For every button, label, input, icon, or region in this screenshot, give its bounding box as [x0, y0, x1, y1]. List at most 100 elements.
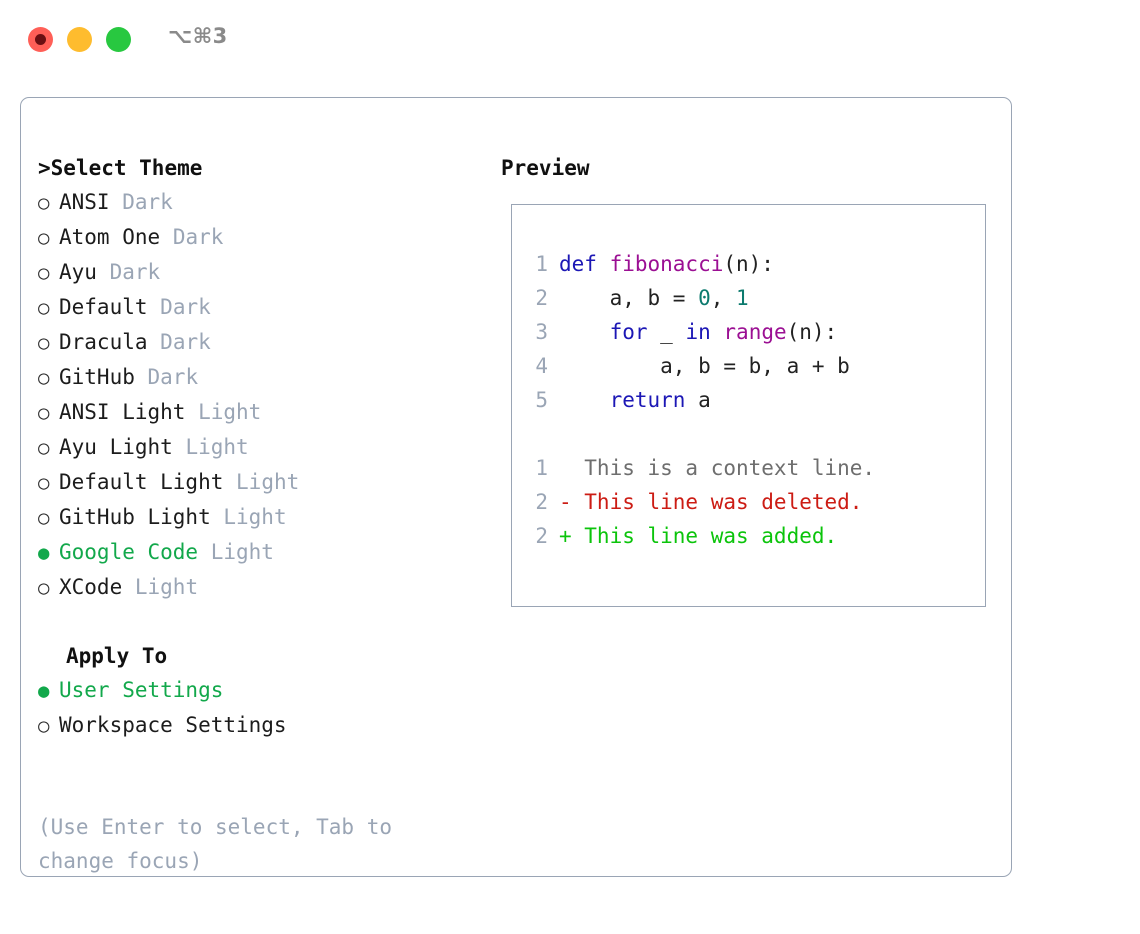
- apply-to-option-list: ● User Settings ○ Workspace Settings: [38, 673, 478, 743]
- theme-option-variant: Dark: [160, 330, 211, 354]
- line-number: 1: [535, 456, 548, 480]
- list-spacer: [38, 605, 478, 639]
- line-number: 2: [535, 286, 548, 310]
- preview-heading: Preview: [501, 156, 590, 180]
- code-token-pl: a, b =: [559, 286, 699, 310]
- radio-unselected-icon: ○: [38, 332, 50, 354]
- keyboard-hint-text: (Use Enter to select, Tab to change focu…: [38, 815, 393, 873]
- radio-unselected-icon: ○: [38, 227, 50, 249]
- radio-unselected-icon: ○: [38, 437, 50, 459]
- maximize-window-button[interactable]: [106, 27, 131, 52]
- code-token-kw: in: [685, 320, 711, 344]
- code-token-fn: fibonacci: [609, 252, 724, 276]
- theme-option-label: Ayu Light: [59, 435, 173, 459]
- code-line: 5 return a: [526, 383, 977, 417]
- apply-to-option-workspace-settings[interactable]: ○ Workspace Settings: [38, 708, 478, 743]
- diff-line-text: - This line was deleted.: [559, 490, 863, 514]
- title-bar: ⌥⌘3: [0, 0, 1140, 78]
- apply-to-option-label: Workspace Settings: [59, 713, 287, 737]
- diff-line-add: 2 + This line was added.: [526, 519, 977, 553]
- code-token-fn: range: [723, 320, 787, 344]
- minimize-window-button[interactable]: [67, 27, 92, 52]
- code-token-num: 1: [736, 286, 749, 310]
- select-theme-heading: >Select Theme: [38, 151, 478, 185]
- line-number: 2: [535, 490, 548, 514]
- code-token-pl: a, b = b, a + b: [559, 354, 850, 378]
- theme-option-label: Dracula: [59, 330, 148, 354]
- theme-option-variant: Dark: [122, 190, 173, 214]
- theme-option-label: GitHub: [59, 365, 135, 389]
- radio-unselected-icon: ○: [38, 367, 50, 389]
- theme-option-ansi[interactable]: ○ ANSI Dark: [38, 185, 478, 220]
- code-token-pl: [711, 320, 724, 344]
- theme-option-label: GitHub Light: [59, 505, 211, 529]
- theme-option-default[interactable]: ○ Default Dark: [38, 290, 478, 325]
- theme-option-label: ANSI Light: [59, 400, 186, 424]
- caret-icon: >: [38, 156, 51, 180]
- theme-option-xcode[interactable]: ○ XCode Light: [38, 570, 478, 605]
- theme-option-list: ○ANSI Dark○Atom One Dark○Ayu Dark○Defaul…: [38, 185, 478, 605]
- theme-picker-column: >Select Theme ○ANSI Dark○Atom One Dark○A…: [38, 151, 478, 743]
- theme-option-variant: Dark: [172, 225, 224, 249]
- code-token-kw: def: [559, 252, 610, 276]
- theme-option-google-code[interactable]: ● Google Code Light: [38, 535, 478, 570]
- theme-option-label: XCode: [59, 575, 123, 599]
- theme-option-variant: Light: [210, 540, 274, 564]
- theme-option-variant: Light: [134, 575, 199, 599]
- code-diff-spacer: [526, 417, 977, 451]
- radio-unselected-icon: ○: [38, 262, 50, 284]
- code-token-pl: _: [647, 320, 686, 344]
- theme-option-variant: Light: [185, 435, 249, 459]
- theme-option-ayu[interactable]: ○Ayu Dark: [38, 255, 478, 290]
- diff-line-text: This is a context line.: [559, 456, 876, 480]
- theme-option-label: Default: [59, 295, 148, 319]
- line-number: 4: [535, 354, 548, 378]
- line-number: 5: [535, 388, 548, 412]
- line-number: 1: [535, 252, 548, 276]
- theme-option-label: Atom One: [59, 225, 161, 249]
- radio-unselected-icon: ○: [38, 192, 50, 214]
- radio-selected-icon: ●: [38, 680, 50, 702]
- code-token-pl: (n):: [786, 320, 838, 344]
- theme-option-dracula[interactable]: ○ Dracula Dark: [38, 325, 478, 360]
- code-token-num: 0: [698, 286, 711, 310]
- theme-option-label: Google Code: [59, 540, 199, 564]
- theme-option-variant: Light: [236, 470, 300, 494]
- code-token-pl: [559, 320, 610, 344]
- code-token-pl: a: [685, 388, 711, 412]
- diff-sample: 1 This is a context line. 2 - This line wa…: [526, 451, 977, 553]
- code-token-kw: return: [609, 388, 686, 412]
- radio-unselected-icon: ○: [38, 715, 50, 737]
- theme-option-variant: Dark: [160, 295, 211, 319]
- apply-to-option-user-settings[interactable]: ● User Settings: [38, 673, 478, 708]
- theme-option-ansi-light[interactable]: ○ ANSI Light Light: [38, 395, 478, 430]
- radio-selected-icon: ●: [38, 542, 50, 564]
- radio-unselected-icon: ○: [38, 577, 50, 599]
- theme-option-label: ANSI: [59, 190, 110, 214]
- diff-line-del: 2 - This line was deleted.: [526, 485, 977, 519]
- radio-unselected-icon: ○: [38, 297, 50, 319]
- apply-to-option-label: User Settings: [59, 678, 224, 702]
- radio-unselected-icon: ○: [38, 507, 50, 529]
- radio-unselected-icon: ○: [38, 402, 50, 424]
- diff-line-text: + This line was added.: [559, 524, 838, 548]
- theme-option-atom-one[interactable]: ○ Atom One Dark: [38, 220, 478, 255]
- close-icon: [35, 34, 46, 45]
- line-number: 3: [535, 320, 548, 344]
- line-number: 2: [535, 524, 548, 548]
- main-panel: >Select Theme ○ANSI Dark○Atom One Dark○A…: [20, 97, 1012, 877]
- code-token-pl: ,: [710, 286, 737, 310]
- code-token-pl: (n):: [723, 252, 774, 276]
- theme-option-github-light[interactable]: ○GitHub Light Light: [38, 500, 478, 535]
- theme-option-default-light[interactable]: ○Default Light Light: [38, 465, 478, 500]
- theme-option-ayu-light[interactable]: ○ Ayu Light Light: [38, 430, 478, 465]
- diff-line-ctx: 1 This is a context line.: [526, 451, 977, 485]
- theme-option-variant: Dark: [147, 365, 199, 389]
- code-token-pl: [559, 388, 610, 412]
- theme-option-github[interactable]: ○ GitHub Dark: [38, 360, 478, 395]
- theme-option-variant: Light: [198, 400, 262, 424]
